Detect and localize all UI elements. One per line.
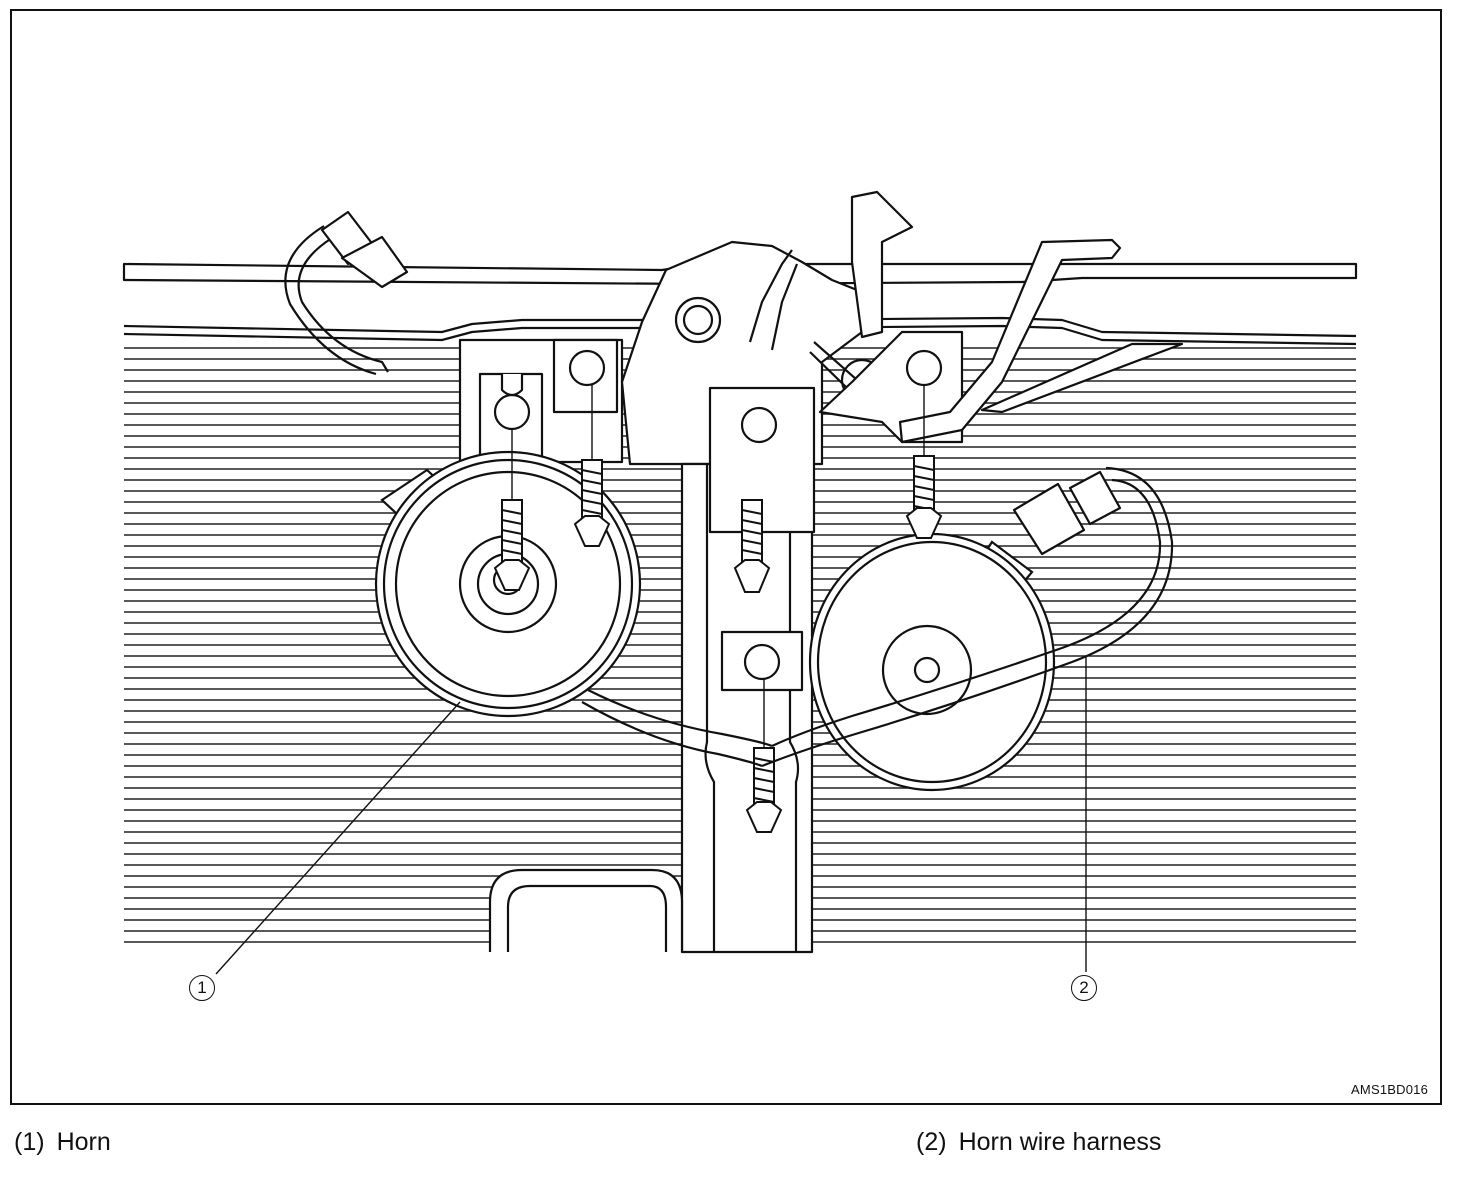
callout-2: 2 xyxy=(1071,975,1097,1001)
caption-harness-text: Horn wire harness xyxy=(958,1128,1162,1156)
bolt-3 xyxy=(733,499,771,593)
callout-1: 1 xyxy=(189,975,215,1001)
horn-right xyxy=(808,532,1056,792)
caption-horn-text: Horn xyxy=(56,1128,111,1156)
horn-wire-harness xyxy=(284,210,1174,768)
caption-horn: (1) Horn xyxy=(14,1128,111,1157)
caption-harness-number: (2) xyxy=(916,1128,947,1156)
horn-left xyxy=(374,450,642,718)
leader-lines xyxy=(215,657,1087,975)
caption-horn-number: (1) xyxy=(14,1128,45,1156)
bolt-4 xyxy=(905,455,943,539)
bolt-1 xyxy=(493,499,531,591)
horn-installation-diagram xyxy=(122,190,1358,975)
bolt-5 xyxy=(745,747,783,833)
mounting-brackets xyxy=(458,338,624,464)
figure-code: AMS1BD016 xyxy=(1351,1082,1428,1097)
mounting-bolts xyxy=(493,384,943,833)
figure-frame: AMS1BD016 xyxy=(10,9,1442,1105)
caption-horn-wire-harness: (2) Horn wire harness xyxy=(916,1128,1161,1157)
bolt-2 xyxy=(573,459,611,547)
center-stay xyxy=(488,386,816,954)
